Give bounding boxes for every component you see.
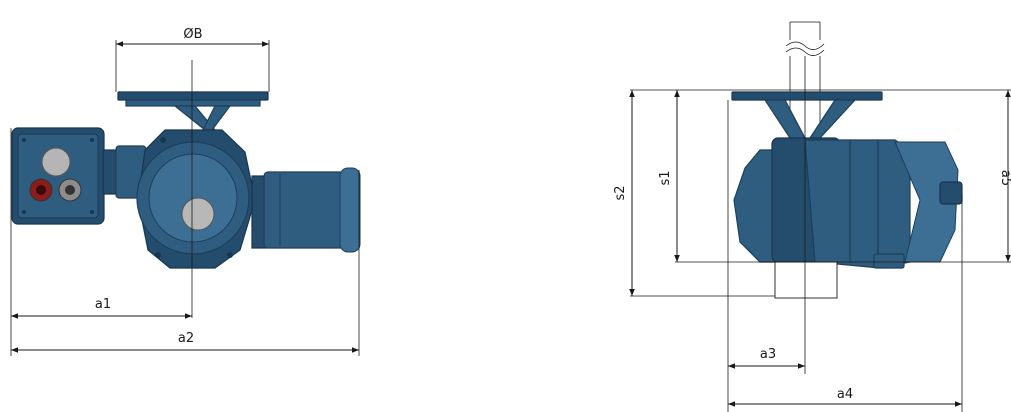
dim-a4: a4	[728, 387, 962, 407]
dim-a2: a2	[11, 170, 360, 356]
motor	[251, 167, 361, 253]
dim-a1: a1	[10, 128, 192, 356]
indicator-window	[41, 147, 71, 177]
side-handwheel	[731, 91, 883, 139]
label-a3: a3	[760, 347, 776, 362]
handwheel	[117, 91, 269, 131]
label-s2: s2	[613, 185, 628, 200]
label-a5: a5	[998, 170, 1011, 186]
position-window	[181, 197, 215, 231]
label-a2: a2	[178, 331, 194, 346]
dim-s1: s1	[658, 90, 680, 262]
side-body	[733, 137, 963, 269]
side-view: s2 s1 a5 a3 a4	[613, 21, 1011, 412]
label-diameter-b: ØB	[183, 27, 202, 42]
gear-housing	[136, 129, 256, 269]
dim-s2: s2	[613, 90, 635, 296]
label-s1: s1	[658, 170, 673, 185]
dim-diameter-b: ØB	[115, 27, 270, 92]
dim-a3: a3	[728, 347, 805, 369]
dim-a5: a5	[998, 90, 1011, 262]
front-view: ØB a1 a2	[10, 27, 361, 356]
label-a4: a4	[837, 387, 853, 402]
control-box	[11, 127, 105, 225]
label-a1: a1	[95, 297, 111, 312]
mounting-flange	[774, 261, 838, 299]
